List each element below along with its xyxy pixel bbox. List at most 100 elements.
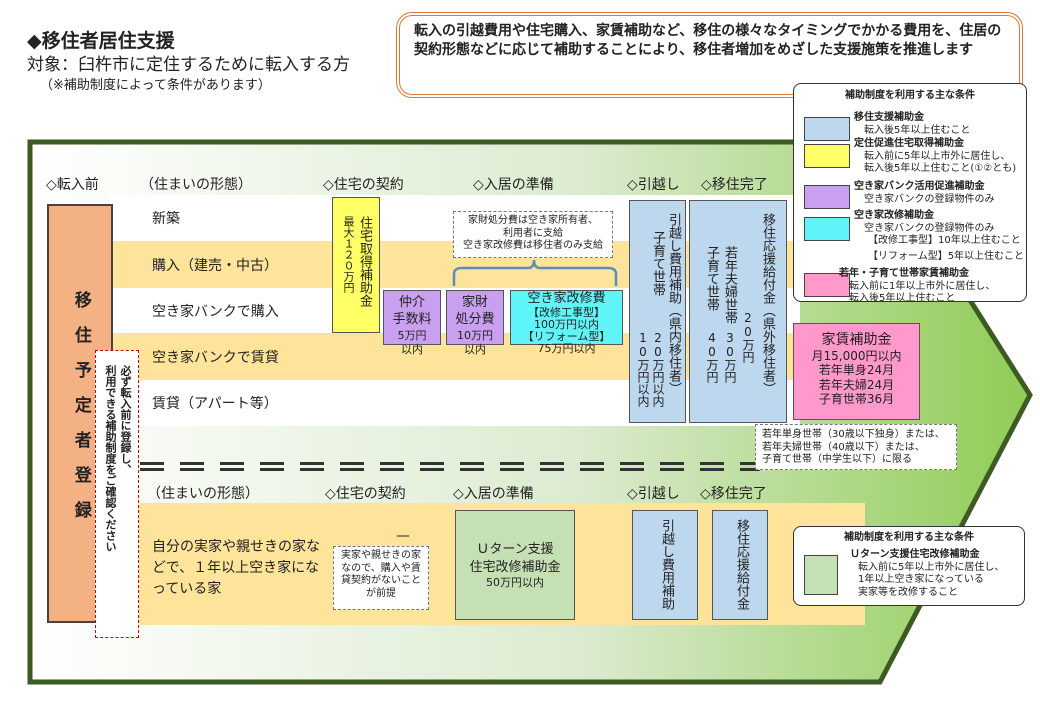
amount: 月15,000円以内 bbox=[811, 348, 902, 363]
condition-note: （※補助制度によって条件があります） bbox=[40, 78, 271, 93]
legend-name: 空き家バンク活用促進補助金 bbox=[854, 181, 985, 192]
label: 手数料 bbox=[392, 311, 432, 327]
note-line: 貸契約がないこと bbox=[341, 575, 421, 586]
brace bbox=[452, 259, 618, 286]
section-divider bbox=[140, 462, 760, 471]
page-title: ◆移住者居住支援 bbox=[27, 30, 175, 52]
registration-note-line: 必ず転入前に登録し、 bbox=[119, 365, 132, 475]
type: 【リフォーム型】 bbox=[522, 330, 611, 344]
legend-title: 補助制度を利用する主な条件 bbox=[844, 532, 974, 543]
bottom-moving-box: 引越し費用補助 bbox=[632, 510, 698, 620]
child-label: 子育て世帯 bbox=[650, 231, 665, 296]
housing-subsidy-box: 住宅取得補助金 最大１２０万円 bbox=[332, 197, 380, 333]
legend-swatch-pink bbox=[804, 273, 850, 297]
amount: 5万円 bbox=[397, 328, 427, 342]
child-amount: 40万円 bbox=[705, 331, 719, 383]
legend-desc: 【改修工事型】10年以上住むこと bbox=[868, 235, 1021, 246]
label: 仲介 bbox=[398, 295, 425, 310]
row-label: 空き家バンクで賃貸 bbox=[152, 349, 279, 366]
note-line: が前提 bbox=[366, 587, 396, 599]
label: 移住応援給付金 bbox=[734, 519, 749, 610]
registration-note-line: 利用できる補助制度をご確認ください bbox=[104, 365, 117, 552]
legend-desc: 【リフォーム型】5年以上住むこと bbox=[868, 250, 1025, 262]
legend-bottom: 補助制度を利用する主な条件 Ｕターン支援住宅改修補助金転入前に5年以上市外に居住… bbox=[793, 526, 1025, 606]
bottom-support-box: 移住応援給付金 bbox=[712, 510, 768, 620]
row-label: 購入（建売・中古） bbox=[152, 257, 278, 274]
stage-housing-type: （住まいの形態） bbox=[147, 486, 259, 502]
legend-swatch-green bbox=[804, 555, 838, 595]
period: 子育世帯36月 bbox=[818, 391, 895, 406]
legend-name: 定住促進住宅取得補助金 bbox=[854, 138, 964, 149]
row-label: 自分の実家や親せきの家などで、１年以上空き家になっている家 bbox=[152, 539, 320, 597]
legend-swatch-purple bbox=[804, 185, 850, 209]
stage-moving: ◇引越し bbox=[627, 177, 680, 193]
legend-desc: 転入後5年以上住むこと bbox=[849, 293, 956, 304]
note-line: 利用者に支給 bbox=[503, 227, 563, 239]
label: 住宅取得補助金 bbox=[357, 216, 372, 307]
stage-prepare: ◇入居の準備 bbox=[473, 177, 554, 193]
note-line: 空き家改修費は移住者のみ支給 bbox=[463, 240, 603, 251]
brokerage-fee-box: 仲介手数料 5万円以内 bbox=[383, 290, 441, 356]
rent-note: 若年単身世帯（30歳以下独身）または、若年夫婦世帯（40歳以下）または、子育て世… bbox=[755, 424, 957, 470]
amount: 100万円以内 bbox=[534, 317, 599, 331]
legend-desc: 転入前に1年以上市外に居住し、 bbox=[849, 280, 996, 292]
amount: 50万円以内 bbox=[486, 576, 544, 590]
amount: 最大１２０万円 bbox=[342, 216, 355, 293]
legend-swatch-blue bbox=[804, 117, 850, 141]
renovation-box: 空き家改修費 【改修工事型】100万円以内 【リフォーム型】75万円以内 bbox=[510, 290, 623, 355]
target-text: 対象：臼杵市に定住するために転入する方 bbox=[27, 55, 350, 75]
bottom-note: 実家や親せきの家なので、購入や賃貸契約がないことが前提 bbox=[333, 546, 429, 610]
stage-housing-type: （住まいの形態） bbox=[140, 177, 252, 193]
amount: 以内 bbox=[464, 343, 486, 357]
payment-note: 家財処分費は空き家所有者、利用者に支給空き家改修費は移住者のみ支給 bbox=[453, 211, 613, 258]
amount: 75万円以内 bbox=[537, 342, 596, 356]
intro-text: 転入の引越費用や住宅購入、家賃補助など、移住の様々なタイミングでかかる費用を、住… bbox=[414, 23, 1002, 58]
row-label: 空き家バンクで購入 bbox=[152, 303, 279, 320]
label: 引越し費用補助（県内移住者） bbox=[666, 213, 681, 395]
legend-swatch-yellow bbox=[804, 144, 850, 168]
legend-desc: 実家等を改修すること bbox=[858, 586, 958, 598]
legend-desc: 空き家バンクの登録物件のみ bbox=[864, 193, 995, 205]
registration-label: 移住予定者登録 bbox=[70, 291, 91, 536]
stage-contract: ◇住宅の契約 bbox=[325, 486, 406, 502]
legend-desc: 転入後5年以上住むこと bbox=[864, 124, 971, 136]
legend-desc: 1年以上空き家になっている bbox=[858, 574, 984, 585]
registration-note: 必ず転入前に登録し、 利用できる補助制度をご確認ください bbox=[95, 350, 139, 638]
row-label: 賃貸（アパート等） bbox=[152, 396, 278, 412]
label: 家賃補助金 bbox=[821, 332, 892, 348]
legend-name: 空き家改修補助金 bbox=[854, 210, 934, 221]
moving-subsidy-box: 引越し費用補助（県内移住者） 子育て世帯 20万円以内 10万円以内 bbox=[629, 200, 686, 423]
couple-label: 若年夫婦世帯 bbox=[722, 246, 737, 324]
note-line: なので、購入や賃 bbox=[341, 562, 421, 574]
legend-desc: 転入前に5年以上市外に居住し、 bbox=[858, 561, 1005, 573]
legend-name: 移住支援補助金 bbox=[854, 112, 924, 123]
legend-name: Ｕターン支援住宅改修補助金 bbox=[850, 549, 980, 560]
label: 家財 bbox=[461, 295, 488, 310]
note-line: 子育て世帯（中学生以下）に限る bbox=[762, 454, 912, 465]
stage-contract: ◇住宅の契約 bbox=[323, 177, 404, 193]
legend-name: 若年・子育て世帯家賃補助金 bbox=[839, 268, 969, 279]
couple-amount: 30万円 bbox=[723, 331, 737, 383]
stage-complete: ◇移住完了 bbox=[700, 486, 767, 502]
label: 移住応援給付金（県外移住者） bbox=[760, 213, 775, 395]
label: 空き家改修費 bbox=[527, 291, 606, 306]
stage-moving: ◇引越し bbox=[627, 486, 680, 502]
disposal-fee-box: 家財処分費 10万円以内 bbox=[446, 290, 504, 356]
base-amount: 10万円以内 bbox=[636, 331, 650, 407]
label: 処分費 bbox=[455, 311, 495, 327]
legend-desc: 転入後5年以上住むこと(①②とも) bbox=[864, 163, 1017, 174]
intro-box: 転入の引越費用や住宅購入、家賃補助など、移住の様々なタイミングでかかる費用を、住… bbox=[396, 12, 1023, 98]
base-amount: 20万円 bbox=[741, 311, 755, 363]
legend-swatch-cyan bbox=[804, 217, 850, 241]
stage-before: ◇転入前 bbox=[46, 177, 99, 193]
relocation-grant-box: 移住応援給付金（県外移住者） 20万円 若年夫婦世帯 30万円 子育て世帯 40… bbox=[689, 200, 787, 423]
rent-subsidy-box: 家賃補助金 月15,000円以内若年単身24月若年夫婦24月子育世帯36月 bbox=[793, 323, 920, 420]
label: 引越し費用補助 bbox=[659, 519, 674, 610]
amount: 10万円 bbox=[457, 328, 493, 342]
bottom-dash: — bbox=[396, 528, 410, 544]
period: 若年夫婦24月 bbox=[818, 377, 895, 392]
row-label: 新築 bbox=[152, 211, 180, 227]
legend-title: 補助制度を利用する主な条件 bbox=[845, 90, 975, 101]
legend-top: 補助制度を利用する主な条件 移住支援補助金転入後5年以上住むこと 定住促進住宅取… bbox=[793, 83, 1027, 304]
